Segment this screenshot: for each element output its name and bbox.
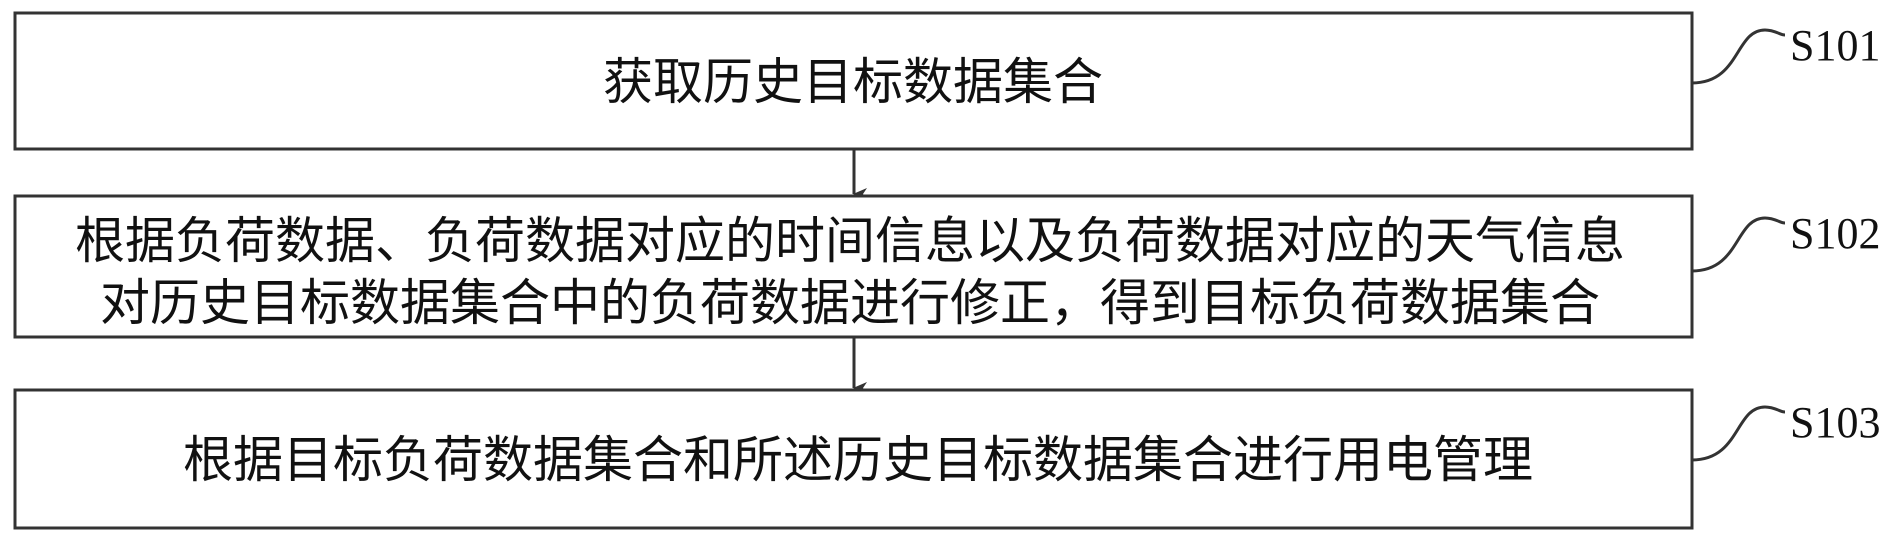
label-leader-line	[1692, 218, 1785, 271]
step-label: S101	[1790, 21, 1880, 70]
step-s101: 获取历史目标数据集合	[15, 13, 1692, 149]
step-text-line-1: 根据负荷数据、负荷数据对应的时间信息以及负荷数据对应的天气信息	[75, 212, 1625, 270]
step-text: 根据目标负荷数据集合和所述历史目标数据集合进行用电管理	[183, 431, 1533, 489]
step-label: S102	[1790, 209, 1880, 258]
step-s102: 根据负荷数据、负荷数据对应的时间信息以及负荷数据对应的天气信息 对历史目标数据集…	[15, 196, 1692, 337]
label-leader-line	[1692, 407, 1785, 460]
label-leader-line	[1692, 30, 1785, 83]
step-s103: 根据目标负荷数据集合和所述历史目标数据集合进行用电管理	[15, 390, 1692, 528]
step-label: S103	[1790, 398, 1880, 447]
step-text-line-2: 对历史目标数据集合中的负荷数据进行修正，得到目标负荷数据集合	[100, 274, 1600, 332]
step-text: 获取历史目标数据集合	[603, 53, 1103, 111]
